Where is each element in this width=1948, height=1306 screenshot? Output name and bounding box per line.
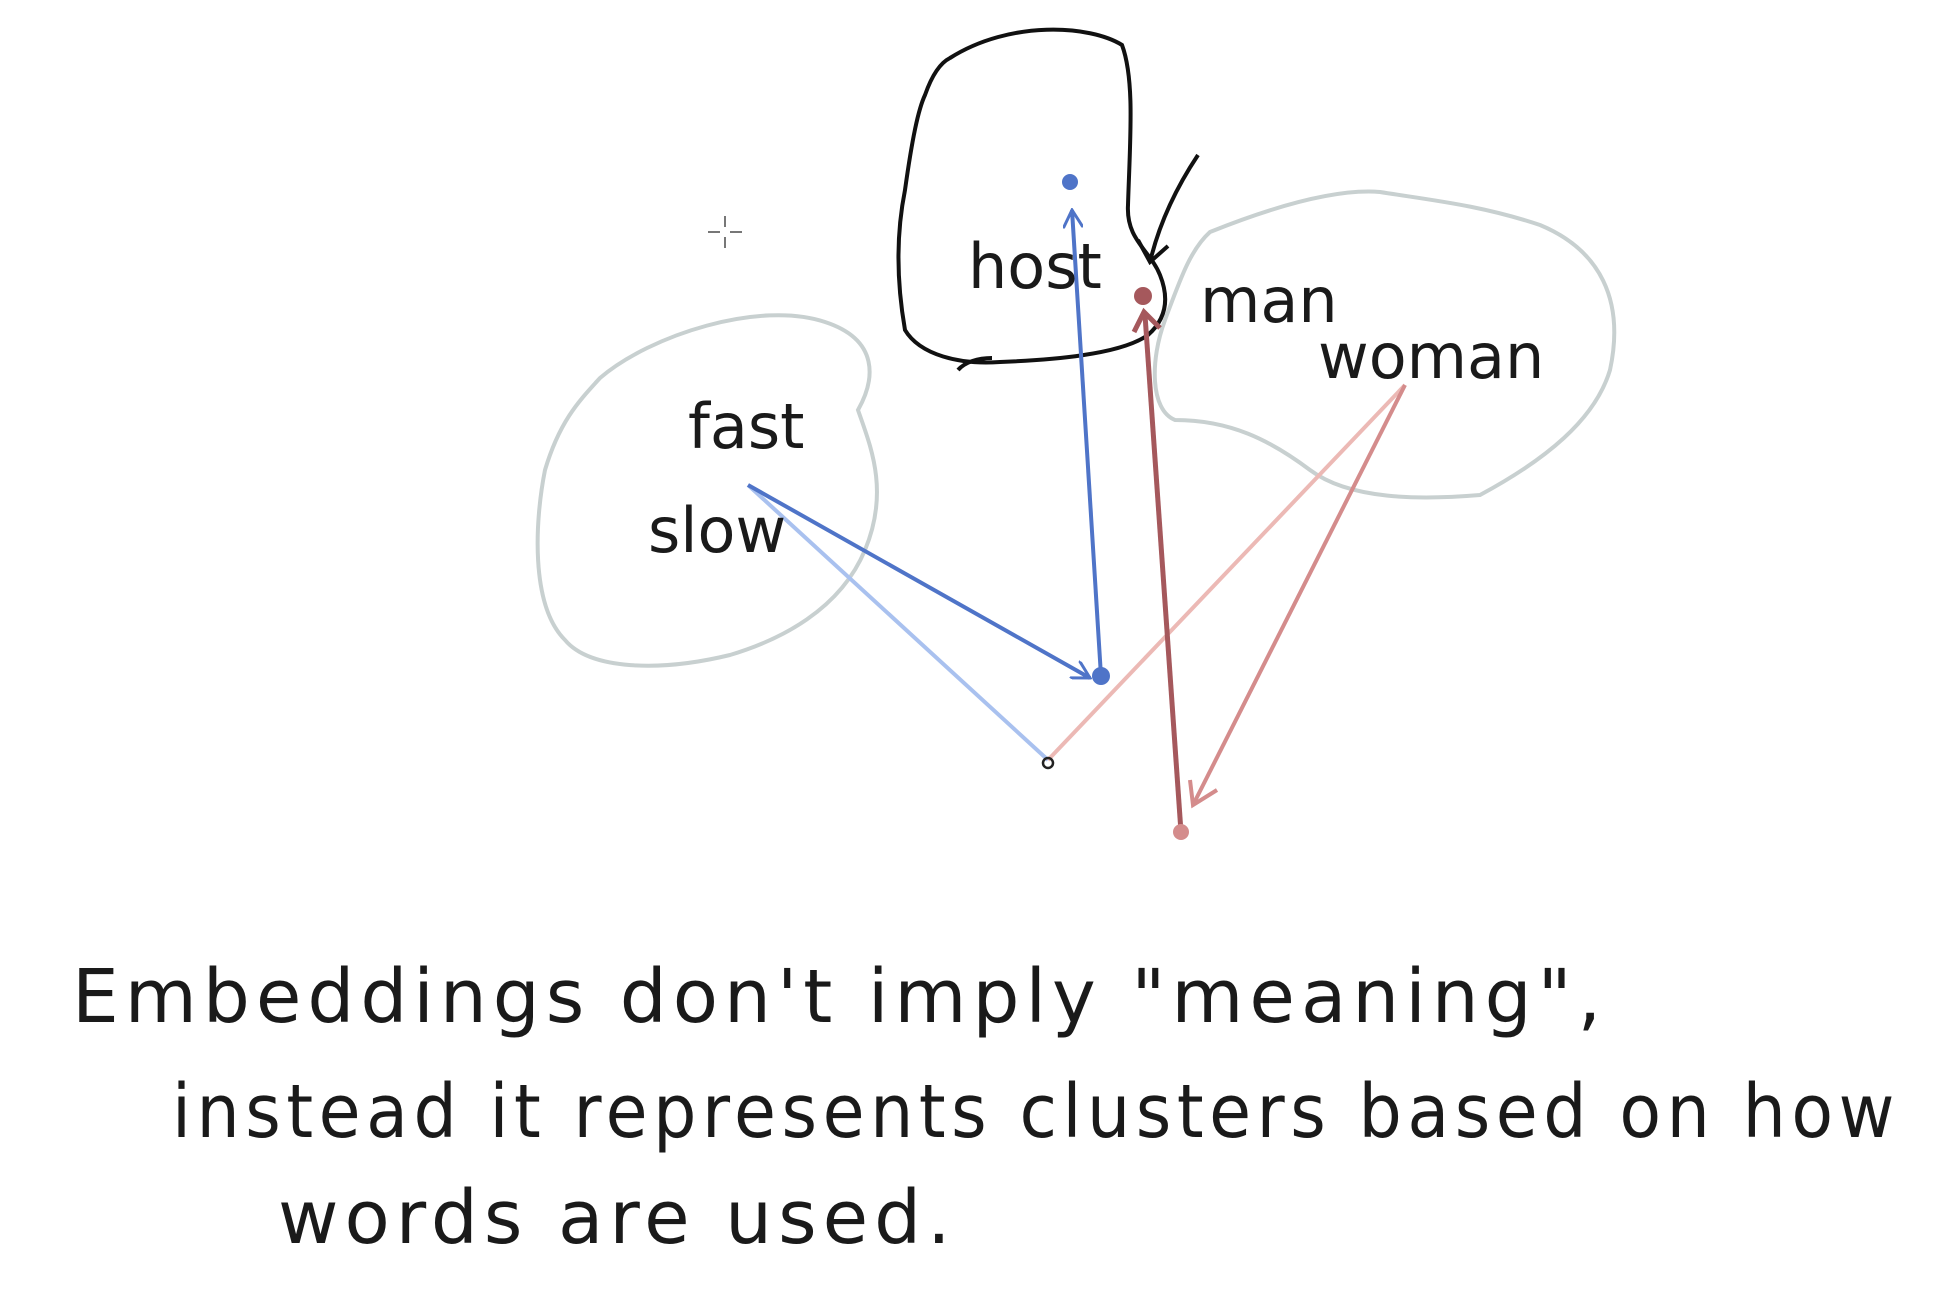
caption-line-2: instead it represents clusters based on …: [172, 1069, 1900, 1155]
pointer-arrow: [1148, 153, 1200, 263]
speed-cluster-outline: [535, 313, 879, 668]
crosshair-cursor-icon: [708, 216, 742, 248]
man-label: man: [1200, 264, 1338, 337]
host-cluster-outline: [896, 27, 1168, 365]
woman-to-red-arrow-head: [1188, 779, 1219, 809]
red-to-man-arrow-head: [1131, 307, 1162, 334]
fast-to-center-vector: [747, 483, 1090, 680]
gender-cluster-outline: [1152, 189, 1617, 500]
slow-light-vector: [746, 483, 1050, 762]
woman-label: woman: [1318, 320, 1544, 393]
caption-line-3: words are used.: [278, 1175, 957, 1261]
woman-to-red-vector: [1191, 384, 1407, 806]
host-dot: [1062, 174, 1078, 190]
center-blue-dot: [1092, 667, 1110, 685]
red-to-man-vector: [1142, 314, 1184, 833]
red-endpoint-dot: [1173, 824, 1189, 840]
slow-label: slow: [648, 494, 786, 567]
host-blob-tail: [956, 356, 993, 372]
origin-dot: [1041, 756, 1055, 770]
center-to-host-vector: [1072, 210, 1103, 677]
woman-light-vector: [1046, 383, 1407, 762]
fast-label: fast: [688, 390, 804, 463]
caption-line-1: Embeddings don't imply "meaning",: [72, 954, 1607, 1040]
man-dot: [1134, 287, 1152, 305]
pointer-arrow-head: [1136, 239, 1170, 266]
host-label: host: [968, 230, 1102, 303]
